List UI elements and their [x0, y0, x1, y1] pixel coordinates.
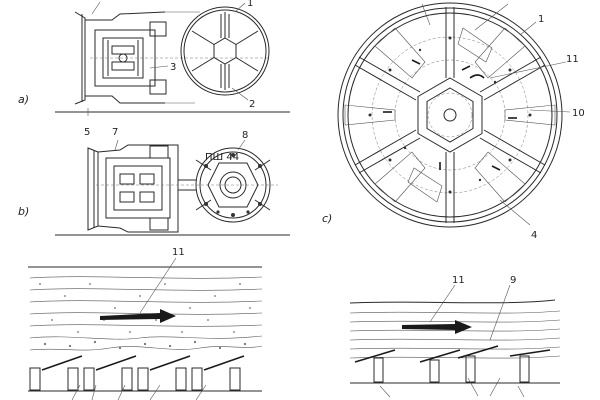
callout-c-1: 1 — [538, 14, 544, 25]
panel-label-b: b) — [18, 205, 29, 218]
panel-d-drawing — [28, 257, 263, 400]
panel-label-a: a) — [18, 93, 29, 106]
panel-c-drawing — [337, 2, 571, 228]
callout-a-7: 7 — [112, 127, 118, 138]
callout-d-11: 11 — [172, 247, 185, 258]
svg-text:ПШ 44: ПШ 44 — [205, 152, 239, 163]
callout-e-11: 11 — [452, 275, 465, 286]
callout-a-1: 1 — [247, 0, 253, 9]
panel-label-c: c) — [322, 212, 332, 225]
callout-c-11: 11 — [566, 54, 579, 65]
callout-c-4: 4 — [531, 230, 537, 241]
panel-e-drawing — [349, 284, 561, 398]
callout-a-2: 2 — [249, 99, 255, 110]
callout-c-10: 10 — [572, 108, 585, 119]
callout-a-5: 5 — [84, 127, 90, 138]
callout-a-3: 3 — [170, 62, 176, 73]
callout-e-9: 9 — [510, 275, 516, 286]
panel-a-drawing — [55, 1, 290, 116]
panel-b-drawing: ПШ 44 — [55, 139, 290, 236]
callout-b-8: 8 — [242, 130, 248, 141]
